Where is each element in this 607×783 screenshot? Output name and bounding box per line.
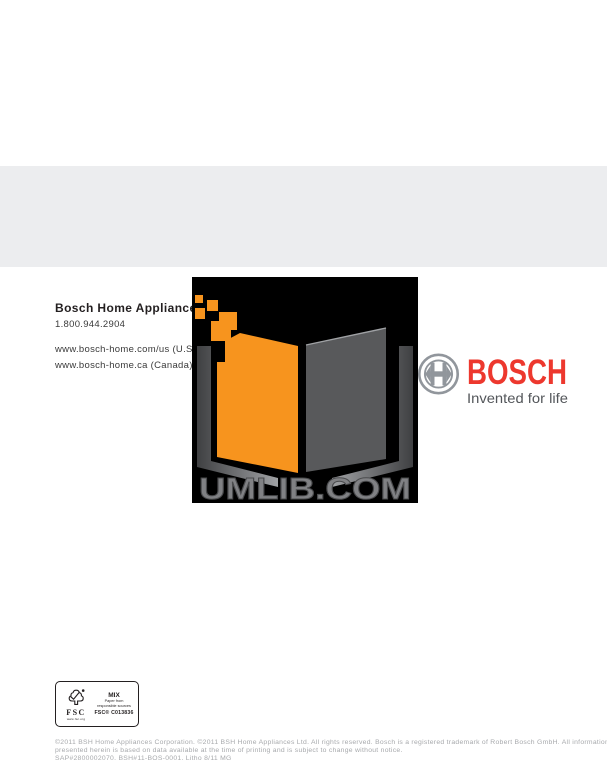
fsc-tree-icon	[68, 688, 84, 705]
book-page-left	[217, 333, 298, 473]
bosch-logo: BOSCH Invented for life	[417, 353, 568, 406]
umlib-watermark-text: UMLIB.COM	[199, 471, 411, 503]
contact-block: Bosch Home Appliances 1.800.944.2904 www…	[55, 301, 255, 371]
fsc-certification-mark: FSC www.fsc.org MIX Paper from responsib…	[55, 681, 139, 727]
pixel-squares	[195, 295, 237, 341]
book-cover-right	[332, 346, 413, 487]
fsc-license-code: FSC® C013836	[94, 710, 134, 717]
footer-line-3: SAP#2800002070. BSH#11-BOS-0001. Litho 8…	[55, 755, 232, 762]
bosch-tagline: Invented for life	[467, 390, 568, 406]
contact-website-us: www.bosch-home.com/us (U.S.)	[55, 344, 200, 355]
fsc-desc-line2: responsible sources	[97, 703, 131, 708]
fsc-left-column: FSC www.fsc.org	[60, 688, 92, 721]
book-page-right-edge-highlight	[305, 327, 387, 346]
footer-line-1: ©2011 BSH Home Appliances Corporation. ©…	[55, 739, 607, 746]
fsc-mix-label: MIX	[108, 691, 120, 699]
bosch-armature-icon	[417, 353, 460, 395]
fsc-right-column: MIX Paper from responsible sources FSC® …	[92, 692, 136, 716]
fsc-acronym: FSC	[66, 707, 86, 717]
fsc-desc-line1: Paper from	[104, 698, 124, 703]
book-page-right	[306, 328, 386, 472]
brand-band: BOSCH Invented for life	[0, 166, 607, 406]
footer-line-2: presented herein is based on data availa…	[55, 747, 403, 754]
umlib-book-logo: UMLIB.COM	[192, 277, 418, 503]
bosch-wordmark: BOSCH	[467, 353, 567, 392]
contact-phone: 1.800.944.2904	[55, 319, 126, 330]
book-cover-left	[197, 346, 278, 487]
contact-title: Bosch Home Appliances	[55, 301, 204, 315]
fsc-url: www.fsc.org	[66, 716, 86, 721]
contact-website-ca: www.bosch-home.ca (Canada)	[55, 360, 193, 371]
footer-legal: ©2011 BSH Home Appliances Corporation. ©…	[55, 739, 607, 763]
